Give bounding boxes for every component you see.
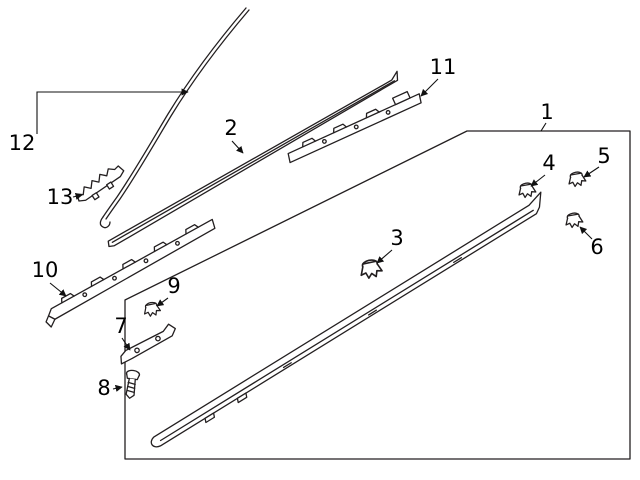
callout-3-label[interactable]: 3 — [390, 226, 403, 250]
callout-7-label[interactable]: 7 — [114, 314, 127, 338]
callout-1-label[interactable]: 1 — [540, 100, 553, 124]
part-13-end-bracket[interactable] — [73, 162, 128, 207]
callout-4-label[interactable]: 4 — [542, 151, 555, 175]
callout-11-label[interactable]: 11 — [430, 55, 457, 79]
assembly-1-outline-box — [124, 130, 631, 460]
callout-4-leader — [530, 174, 546, 187]
callout-13-leader — [72, 192, 83, 200]
callout-9-label[interactable]: 9 — [167, 274, 180, 298]
callout-6-leader — [579, 226, 593, 240]
part-9-clip[interactable] — [141, 300, 162, 318]
part-8-bolt[interactable] — [123, 369, 141, 400]
callout-5-leader — [583, 166, 600, 178]
part-7-mount-bracket[interactable] — [115, 322, 178, 365]
part-5-clip[interactable] — [566, 170, 588, 189]
callout-8-label[interactable]: 8 — [97, 376, 110, 400]
callout-6-label[interactable]: 6 — [590, 235, 603, 259]
callout-5-label[interactable]: 5 — [597, 144, 610, 168]
callout-9-leader — [156, 297, 169, 307]
callout-8-leader — [112, 384, 123, 392]
part-6-clip[interactable] — [563, 211, 585, 230]
callout-12-leader — [36, 88, 189, 134]
callout-10-label[interactable]: 10 — [32, 258, 59, 282]
callout-12-label[interactable]: 12 — [9, 131, 36, 155]
callout-11-leader — [420, 78, 439, 97]
callout-2-label[interactable]: 2 — [224, 116, 237, 140]
callout-2-leader — [231, 140, 244, 154]
callout-3-leader — [376, 249, 393, 264]
callout-7-leader — [121, 337, 131, 351]
part-1-rocker-molding[interactable] — [146, 191, 551, 453]
callout-10-leader — [49, 282, 67, 297]
part-2-molding-strip[interactable] — [99, 7, 403, 248]
callout-13-label[interactable]: 13 — [47, 185, 74, 209]
part-11-bracket-rail[interactable] — [283, 87, 422, 164]
callout-1-leader — [540, 122, 547, 132]
